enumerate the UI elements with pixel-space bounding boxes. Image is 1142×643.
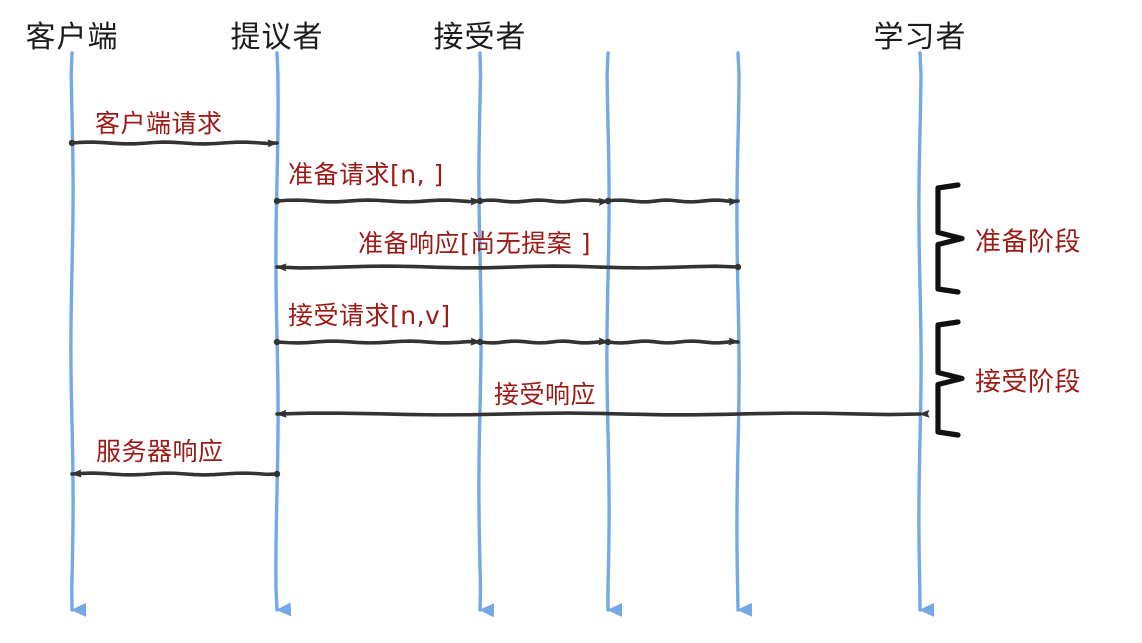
arrow-server-response-seg1 <box>70 469 281 478</box>
message-label-prepare-response: 准备响应[尚无提案 ] <box>358 229 591 258</box>
participant-label-learner: 学习者 <box>873 20 967 55</box>
participant-label-client: 客户端 <box>25 20 119 55</box>
brace-accept-phase <box>935 319 965 438</box>
arrow-accept-request-seg1 <box>273 337 482 346</box>
arrow-prepare-response-seg1 <box>275 263 742 272</box>
message-label-client-request: 客户端请求 <box>95 109 223 138</box>
lifeline-acceptor3 <box>735 51 753 617</box>
message-label-prepare-request: 准备请求[n, ] <box>288 160 444 189</box>
lifeline-proposer <box>274 51 292 617</box>
arrow-accept-request-seg3 <box>604 337 740 346</box>
arrow-accept-request-seg2 <box>476 337 610 346</box>
lifeline-acceptor2 <box>605 51 623 617</box>
arrow-accept-response-seg1 <box>275 409 930 418</box>
lifeline-learner <box>917 51 935 617</box>
arrow-client-request-seg1 <box>68 139 279 148</box>
message-label-accept-request: 接受请求[n,v] <box>288 301 451 330</box>
phase-label-accept-phase: 接受阶段 <box>975 367 1082 398</box>
phase-label-prepare-phase: 准备阶段 <box>975 227 1082 258</box>
message-label-server-response: 服务器响应 <box>96 437 224 466</box>
arrow-prepare-request-seg2 <box>476 197 610 206</box>
brace-prepare-phase <box>935 182 965 295</box>
lifeline-client <box>69 51 87 617</box>
phase-braces-group <box>935 182 965 438</box>
arrow-prepare-request-seg1 <box>273 197 482 206</box>
participant-label-acceptor1: 接受者 <box>433 20 527 55</box>
arrow-prepare-request-seg3 <box>604 197 740 206</box>
participant-label-proposer: 提议者 <box>230 20 324 55</box>
message-label-accept-response: 接受响应 <box>494 380 597 409</box>
message-arrows-group <box>68 139 930 478</box>
lifeline-acceptor1 <box>477 51 495 618</box>
